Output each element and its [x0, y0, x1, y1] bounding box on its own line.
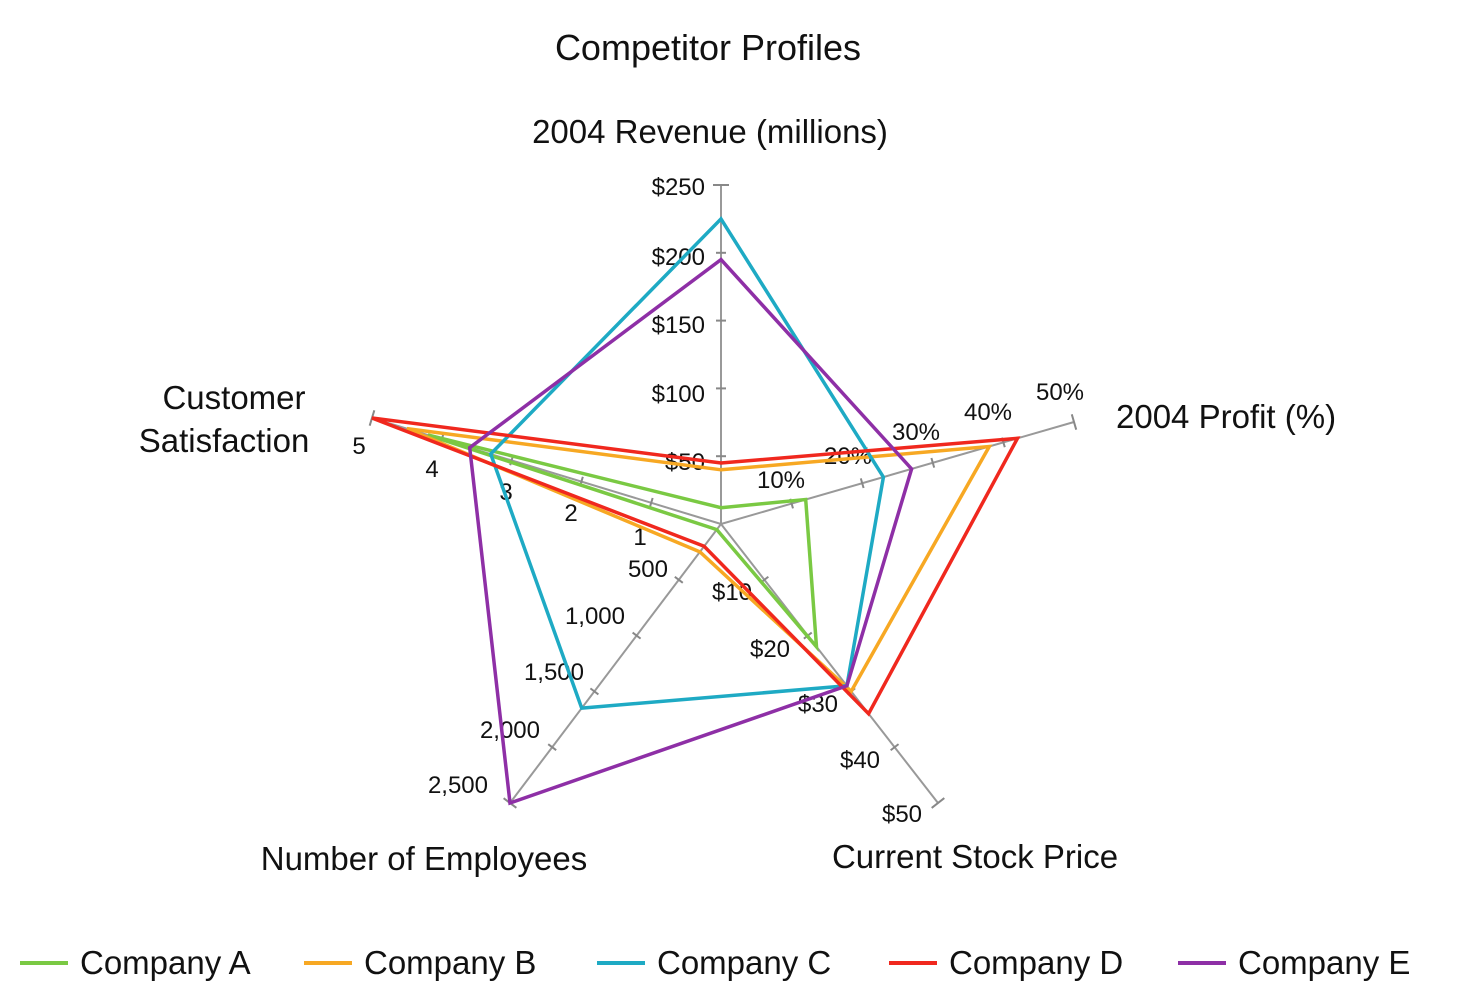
tick-label-current-stock-price: $40	[840, 747, 880, 774]
axis-title-customer-satisfaction: Satisfaction	[139, 422, 310, 459]
legend-label: Company C	[657, 944, 831, 981]
tick-label-2004-profit: 50%	[1036, 379, 1084, 406]
legend-label: Company A	[80, 944, 251, 981]
tick-label-2004-profit: 10%	[757, 467, 805, 494]
axis-title-number-of-employees: Number of Employees	[261, 840, 587, 877]
tick-mark	[632, 631, 642, 640]
series-line-company-c	[488, 216, 886, 710]
tick-label-2004-profit: 40%	[964, 399, 1012, 426]
legend-label: Company B	[364, 944, 536, 981]
legend-item-company-b: Company B	[304, 944, 536, 981]
tick-label-number-of-employees: 1,500	[524, 659, 584, 686]
axis-title-current-stock-price: Current Stock Price	[832, 838, 1118, 875]
tick-label-number-of-employees: 500	[628, 556, 668, 583]
chart-title: Competitor Profiles	[555, 27, 861, 68]
series-line-company-d	[371, 416, 1021, 717]
tick-label-2004-revenue-millions: $200	[652, 244, 705, 271]
legend: Company A Company B Company C Company D Comp…	[20, 944, 1410, 981]
tick-mark	[1070, 414, 1078, 430]
tick-mark	[547, 743, 557, 752]
tick-label-2004-profit: 30%	[892, 419, 940, 446]
legend-item-company-d: Company D	[889, 944, 1123, 981]
tick-mark	[589, 687, 599, 696]
tick-mark	[890, 743, 900, 752]
series-line-company-b	[406, 426, 993, 695]
series-group	[371, 216, 1021, 806]
tick-mark	[930, 457, 936, 468]
tick-label-2004-revenue-millions: $150	[652, 312, 705, 339]
legend-item-company-c: Company C	[597, 944, 831, 981]
tick-label-customer-satisfaction: 5	[352, 433, 365, 460]
tick-label-current-stock-price: $20	[750, 636, 790, 663]
tick-label-current-stock-price: $50	[882, 801, 922, 828]
tick-mark	[931, 797, 945, 809]
legend-item-company-a: Company A	[20, 944, 251, 981]
tick-label-2004-revenue-millions: $100	[652, 381, 705, 408]
axis-title-2004-profit: 2004 Profit (%)	[1116, 398, 1336, 435]
tick-mark	[674, 575, 684, 584]
axis-titles: 2004 Revenue (millions) 2004 Profit (%) Cu…	[139, 113, 1336, 877]
axis-line-current-stock-price	[720, 523, 939, 804]
tick-label-number-of-employees: 2,000	[480, 717, 540, 744]
tick-label-customer-satisfaction: 1	[633, 524, 646, 551]
legend-item-company-e: Company E	[1178, 944, 1410, 981]
series-line-company-e	[467, 257, 914, 806]
legend-label: Company D	[949, 944, 1123, 981]
axis-line-number-of-employees	[509, 523, 722, 804]
axis-title-customer-satisfaction: Customer	[162, 379, 305, 416]
axis-title-2004-revenue-millions: 2004 Revenue (millions)	[532, 113, 888, 150]
tick-label-number-of-employees: 2,500	[428, 772, 488, 799]
tick-label-2004-revenue-millions: $250	[652, 174, 705, 201]
tick-label-customer-satisfaction: 2	[564, 500, 577, 527]
tick-label-number-of-employees: 1,000	[565, 603, 625, 630]
tick-mark	[859, 478, 865, 489]
tick-label-customer-satisfaction: 4	[425, 456, 438, 483]
legend-label: Company E	[1238, 944, 1410, 981]
series-line-company-a	[427, 433, 819, 653]
